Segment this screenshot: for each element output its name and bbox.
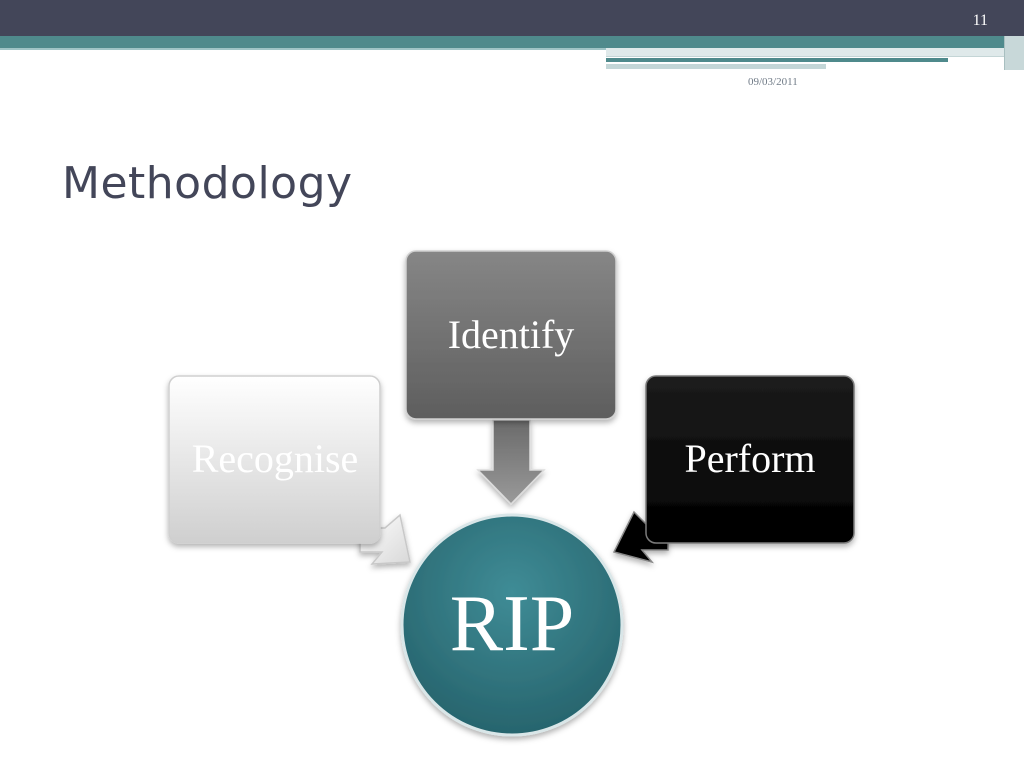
node-identify: Identify bbox=[405, 250, 617, 420]
decor-step-1 bbox=[606, 48, 1024, 57]
decor-corner bbox=[1004, 36, 1024, 70]
node-identify-label: Identify bbox=[448, 312, 575, 357]
accent-band bbox=[0, 36, 1024, 48]
slide-title: Methodology bbox=[62, 158, 353, 209]
arrow-recognise-to-rip bbox=[359, 513, 411, 565]
node-rip-label: RIP bbox=[450, 580, 575, 668]
accent-band-highlight bbox=[0, 48, 606, 50]
node-rip: RIP bbox=[400, 513, 624, 737]
decor-step-3 bbox=[606, 64, 826, 69]
page-number: 11 bbox=[972, 12, 988, 29]
node-perform-label: Perform bbox=[684, 436, 815, 481]
slide-date: 09/03/2011 bbox=[748, 76, 798, 88]
node-perform: Perform bbox=[645, 375, 855, 544]
header-band bbox=[0, 0, 1024, 36]
arrow-identify-to-rip bbox=[476, 419, 546, 506]
node-recognise: Recognise bbox=[168, 375, 381, 544]
node-recognise-label: Recognise bbox=[192, 436, 359, 481]
decor-step-2 bbox=[606, 58, 948, 62]
